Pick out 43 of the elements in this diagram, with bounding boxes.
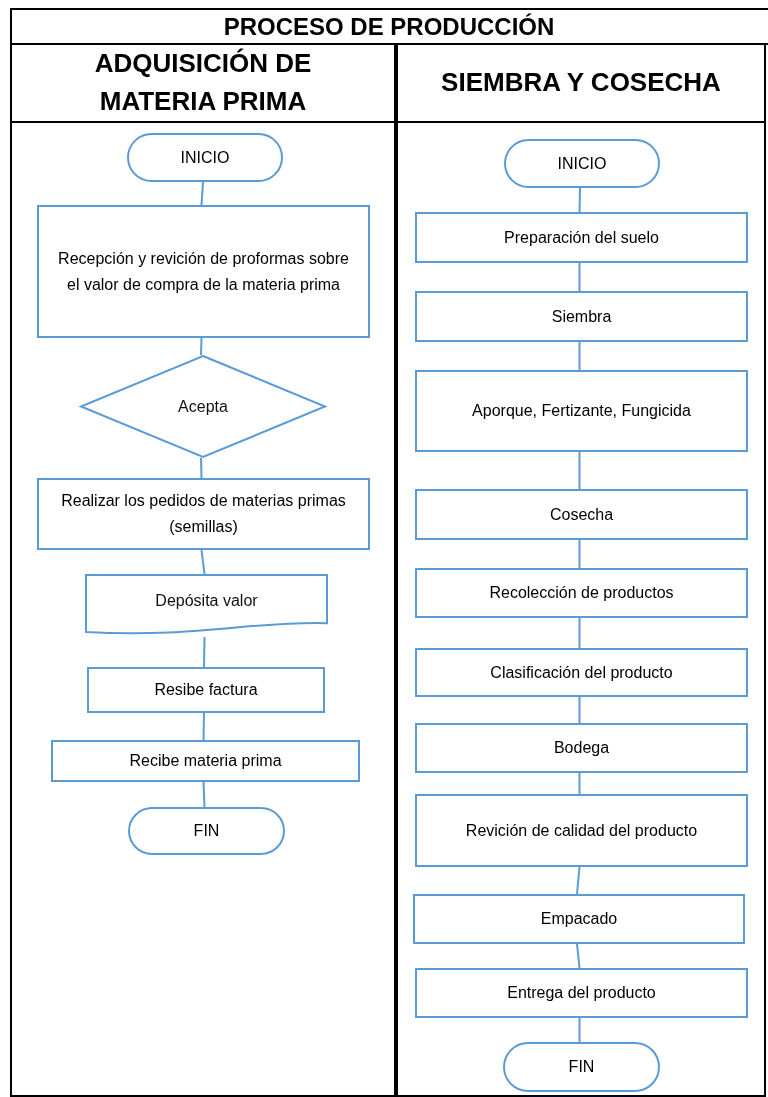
lane-heading: ADQUISICIÓN DE MATERIA PRIMA — [93, 47, 313, 118]
terminator-pill: FIN — [128, 807, 285, 855]
connector-line — [203, 636, 206, 668]
connector-line — [578, 617, 581, 649]
process-box: Entrega del producto — [415, 968, 748, 1018]
connector-line — [576, 866, 581, 895]
connector-line — [576, 943, 581, 969]
connector-line — [200, 549, 206, 575]
process-box: Resibe factura — [87, 667, 325, 713]
process-box: Siembra — [415, 291, 748, 342]
step-label: Depósita valor — [154, 590, 259, 611]
connector-line — [578, 696, 581, 724]
connector-line — [578, 1017, 581, 1043]
step-label: Acepta — [177, 396, 229, 417]
terminator-pill: FIN — [503, 1042, 660, 1092]
process-box: Clasificación del producto — [415, 648, 748, 697]
connector-line — [200, 337, 203, 356]
process-box: Recepción y revición de proformas sobre el valor de compra de la materia prima — [37, 205, 370, 338]
connector-line — [578, 187, 581, 213]
connector-line — [578, 262, 581, 292]
connector-line — [200, 181, 204, 206]
terminator-pill: INICIO — [504, 139, 660, 188]
connector-line — [578, 341, 581, 371]
process-box: Realizar los pedidos de materias primas (semillas) — [37, 478, 370, 550]
diagram-title: PROCESO DE PRODUCCIÓN — [10, 8, 768, 45]
process-box: Empacado — [413, 894, 745, 944]
process-box: Revición de calidad del producto — [415, 794, 748, 867]
process-box: Recolección de productos — [415, 568, 748, 618]
process-box: Aporque, Fertizante, Fungicida — [415, 370, 748, 452]
process-box: Bodega — [415, 723, 748, 773]
connector-line — [578, 451, 581, 490]
process-box: Cosecha — [415, 489, 748, 540]
connector-line — [578, 772, 581, 795]
connector-line — [200, 457, 203, 479]
connector-line — [202, 781, 206, 808]
swimlane — [10, 45, 396, 1097]
connector-line — [202, 712, 205, 741]
terminator-pill: INICIO — [127, 133, 283, 182]
process-box: Preparación del suelo — [415, 212, 748, 263]
lane-heading: SIEMBRA Y COSECHA — [440, 66, 722, 100]
swimlane — [396, 45, 766, 1097]
connector-line — [578, 539, 581, 569]
process-box: Recibe materia prima — [51, 740, 360, 782]
